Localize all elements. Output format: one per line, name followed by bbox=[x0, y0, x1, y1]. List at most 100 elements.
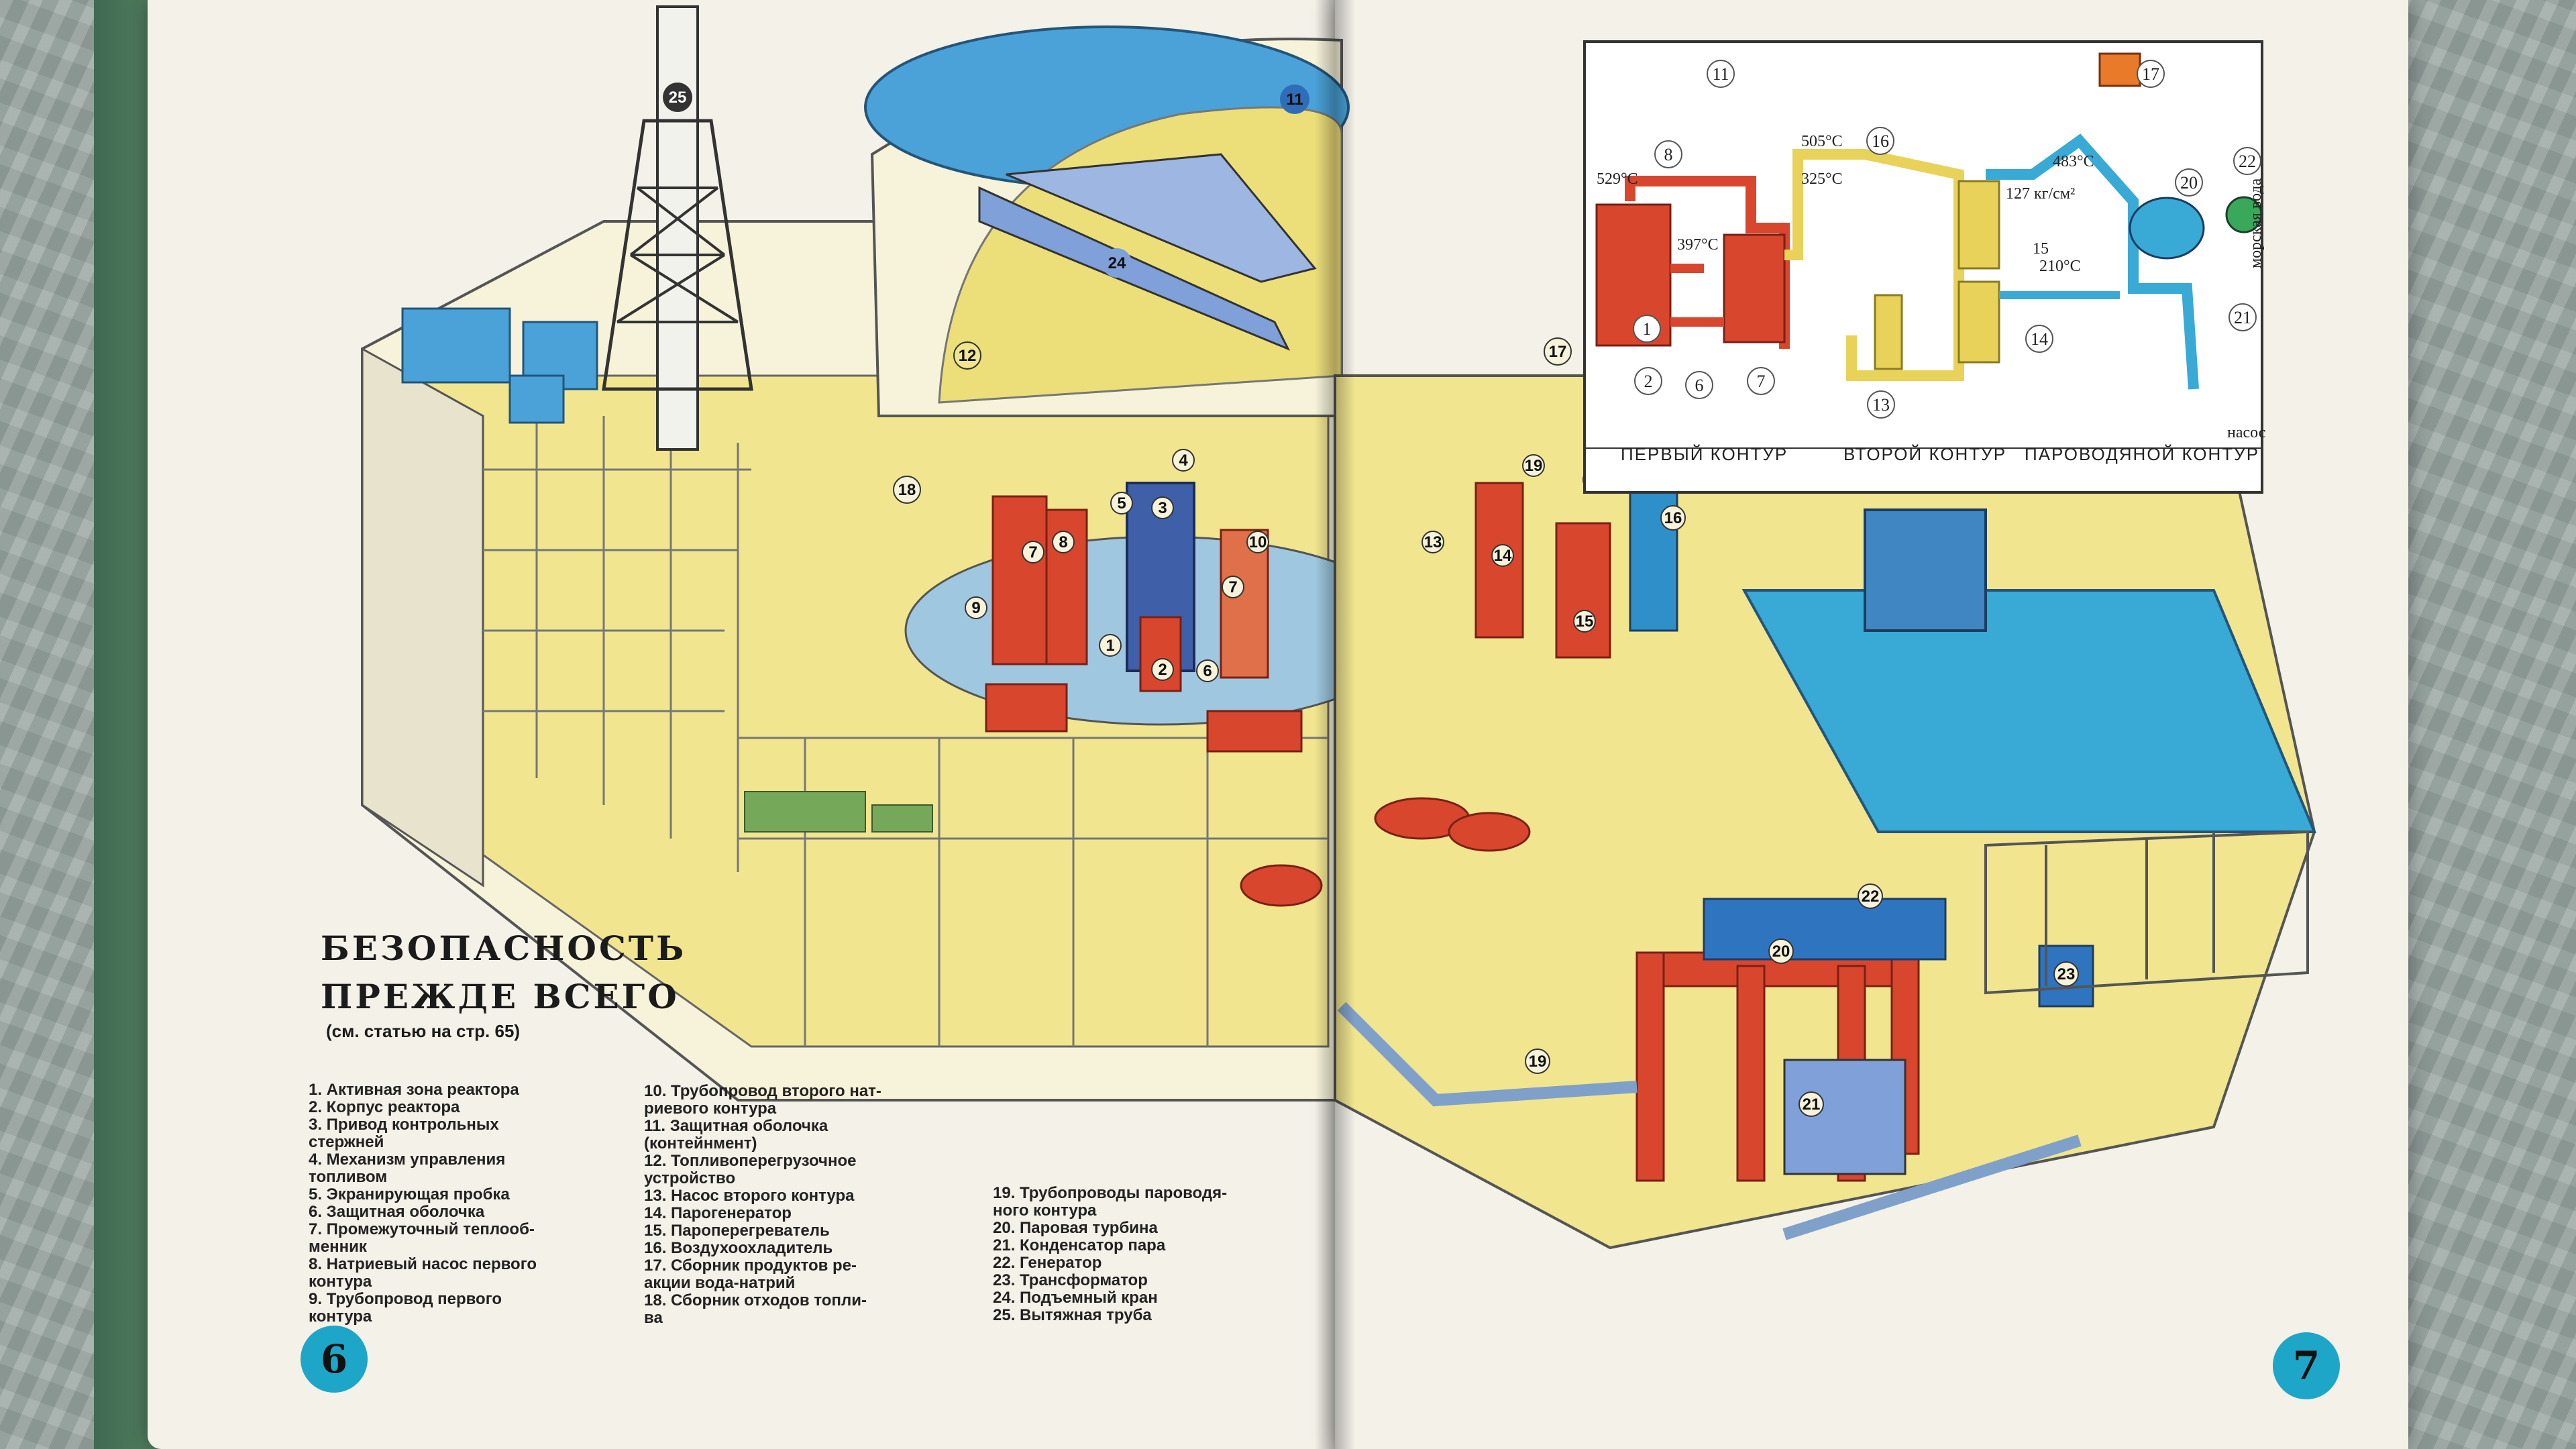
temp-397: 397°C bbox=[1677, 236, 1719, 254]
callout-11: 11 bbox=[1286, 91, 1303, 109]
callout-16: 16 bbox=[1664, 509, 1682, 527]
legend-item: риевого контура bbox=[644, 1099, 777, 1118]
article-title-line1: БЕЗОПАСНОСТЬ bbox=[321, 928, 687, 968]
callout-17: 17 bbox=[1549, 343, 1567, 361]
legend-item: 18. Сборник отходов топли- bbox=[644, 1291, 867, 1309]
legend-item: 7. Промежуточный теплооб- bbox=[309, 1220, 535, 1238]
article-subtitle: (см. статью на стр. 65) bbox=[326, 1021, 521, 1041]
callout-3: 3 bbox=[1158, 499, 1167, 517]
callout-5: 5 bbox=[1117, 494, 1126, 513]
schema-num-14: 14 bbox=[2031, 329, 2048, 349]
exhaust-stack bbox=[602, 5, 753, 451]
page-number-left: 6 bbox=[301, 1326, 368, 1393]
flow-schema-inset: 11 8 1 2 6 7 16 13 14 17 20 22 21 529°C … bbox=[1583, 40, 2265, 494]
book-spine-shadow bbox=[1315, 0, 1355, 1449]
legend-item: 6. Защитная оболочка bbox=[309, 1203, 485, 1221]
containment-dome bbox=[864, 25, 1350, 417]
callout-22: 22 bbox=[1862, 888, 1880, 906]
legend-item: 8. Натриевый насос первого bbox=[309, 1255, 537, 1273]
legend-item: 21. Конденсатор пара bbox=[993, 1236, 1166, 1254]
temp-505: 505°C bbox=[1801, 133, 1843, 150]
legend-column-3: 19. Трубопроводы пароводя- ного контура … bbox=[993, 1185, 1308, 1324]
legend-item: 14. Парогенератор bbox=[644, 1204, 792, 1222]
steam-generators bbox=[1474, 482, 1678, 659]
temp-325: 325°C bbox=[1801, 170, 1843, 188]
page-number-right: 7 bbox=[2273, 1332, 2340, 1399]
pressure-127: 127 кг/см² bbox=[2006, 185, 2075, 203]
legend-item: 15. Пароперегреватель bbox=[644, 1222, 830, 1240]
callout-18: 18 bbox=[898, 481, 916, 499]
callout-20: 20 bbox=[1772, 943, 1790, 961]
left-outer-wall bbox=[361, 347, 484, 888]
article-title-line2: ПРЕЖДЕ ВСЕГО bbox=[321, 977, 680, 1016]
cooling-water-pipes bbox=[1337, 1002, 2082, 1240]
legend-item: 23. Трансформатор bbox=[993, 1271, 1148, 1289]
temp-529: 529°C bbox=[1597, 170, 1638, 188]
contour-steam-water-label: ПАРОВОДЯНОЙ КОНТУР bbox=[2025, 444, 2260, 464]
legend-item: 3. Привод контрольных bbox=[309, 1116, 499, 1134]
turbine-generator-frame bbox=[1635, 898, 1947, 1182]
legend-item: контура bbox=[309, 1273, 372, 1291]
pump-label: насос bbox=[2227, 424, 2265, 441]
legend-item: 2. Корпус реактора bbox=[309, 1098, 460, 1116]
legend-item: 5. Экранирующая пробка bbox=[309, 1185, 510, 1203]
legend-item: 10. Трубопровод второго нат- bbox=[644, 1082, 881, 1100]
callout-bubbles: 25 11 24 12 18 4 5 3 8 7 10 7 9 1 2 6 13… bbox=[663, 83, 2079, 1117]
legend-item: 16. Воздухоохладитель bbox=[644, 1239, 833, 1257]
legend-column-1: 1. Активная зона реактора 2. Корпус реак… bbox=[309, 1081, 597, 1326]
callout-9: 9 bbox=[971, 599, 980, 617]
legend-item: 25. Вытяжная труба bbox=[993, 1306, 1152, 1324]
legend-item: (контейнмент) bbox=[644, 1134, 757, 1152]
callout-7b: 7 bbox=[1228, 578, 1237, 596]
schema-num-11: 11 bbox=[1712, 64, 1729, 84]
callout-21: 21 bbox=[1803, 1095, 1821, 1114]
legend-item: 24. Подъемный кран bbox=[993, 1289, 1158, 1307]
schema-num-16: 16 bbox=[1872, 131, 1889, 151]
rooftop-blue-units bbox=[401, 307, 598, 424]
callout-1: 1 bbox=[1106, 637, 1114, 655]
legend-column-2: 10. Трубопровод второго нат- риевого кон… bbox=[644, 1083, 953, 1327]
schema-num-22: 22 bbox=[2239, 152, 2256, 171]
schema-num-13: 13 bbox=[1872, 395, 1890, 415]
callout-15b: 15 bbox=[1576, 612, 1594, 631]
schema-num-7: 7 bbox=[1757, 372, 1766, 391]
legend-item: 19. Трубопроводы пароводя- bbox=[993, 1184, 1228, 1202]
legend-item: стержней bbox=[309, 1133, 384, 1151]
callout-8: 8 bbox=[1059, 533, 1067, 551]
callout-6: 6 bbox=[1203, 662, 1212, 680]
schema-num-6: 6 bbox=[1695, 376, 1704, 395]
callout-23: 23 bbox=[2057, 965, 2076, 983]
legend-item: 1. Активная зона реактора bbox=[309, 1081, 519, 1099]
legend-item: 12. Топливоперегрузочное bbox=[644, 1152, 857, 1170]
legend-item: 13. Насос второго контура bbox=[644, 1187, 855, 1205]
callout-12: 12 bbox=[959, 347, 977, 365]
legend-item: ного контура bbox=[993, 1201, 1097, 1220]
turbine-hall-roof bbox=[1741, 589, 2316, 833]
legend-item: 22. Генератор bbox=[993, 1254, 1102, 1272]
legend-item: 20. Паровая турбина bbox=[993, 1219, 1158, 1237]
temp-483: 483°C bbox=[2053, 153, 2094, 170]
callout-14: 14 bbox=[1494, 547, 1512, 565]
legend-item: менник bbox=[309, 1238, 367, 1256]
storage-tanks bbox=[1240, 797, 1531, 907]
legend-item: 4. Механизм управления bbox=[309, 1150, 506, 1169]
room-partitions bbox=[483, 416, 1328, 1046]
contour-second-label: ВТОРОЙ КОНТУР bbox=[1843, 444, 2007, 464]
temp-15: 15 bbox=[2033, 240, 2049, 258]
legend-item: 17. Сборник продуктов ре- bbox=[644, 1256, 857, 1275]
callout-2: 2 bbox=[1158, 661, 1167, 679]
legend-item: контура bbox=[309, 1307, 372, 1326]
legend-item: 11. Защитная оболочка bbox=[644, 1117, 828, 1135]
callout-7a: 7 bbox=[1028, 543, 1037, 561]
callout-19b: 19 bbox=[1529, 1053, 1547, 1071]
legend-item: топливом bbox=[309, 1168, 388, 1186]
callout-4: 4 bbox=[1179, 451, 1188, 470]
callout-25: 25 bbox=[669, 89, 687, 107]
turbine-hall-block bbox=[1864, 508, 1987, 632]
legend-item: акции вода-натрий bbox=[644, 1274, 796, 1292]
contour-first-label: ПЕРВЫЙ КОНТУР bbox=[1621, 444, 1788, 464]
legend-item: ва bbox=[644, 1309, 663, 1327]
schema-num-20: 20 bbox=[2180, 173, 2198, 193]
article-title: БЕЗОПАСНОСТЬ ПРЕЖДЕ ВСЕГО bbox=[321, 924, 723, 1021]
